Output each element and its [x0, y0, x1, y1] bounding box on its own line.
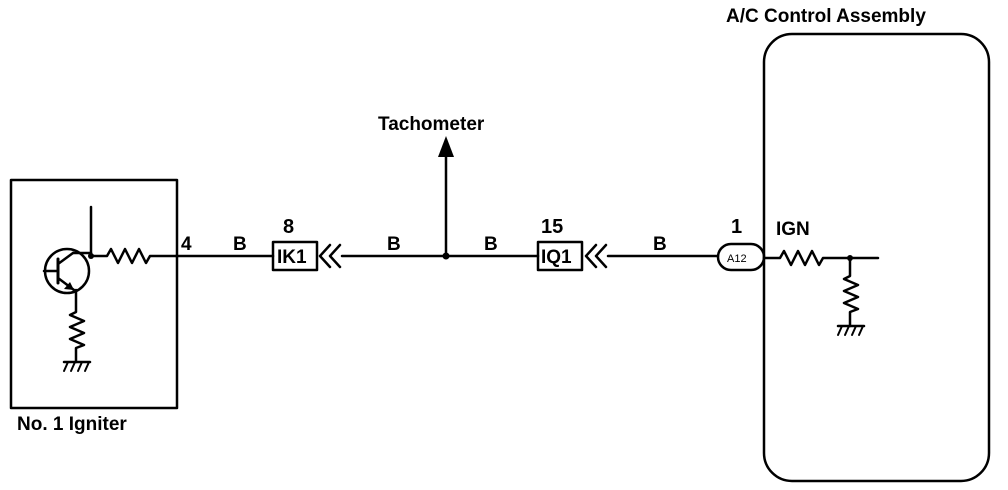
ac-control-assembly: A/C Control Assembly IGN [726, 6, 991, 483]
wire-color-label: B [653, 234, 667, 255]
ac-input-resistor [762, 249, 880, 267]
igniter-box [9, 178, 179, 410]
connector-iq1: 15 IQ1 [536, 216, 608, 272]
ac-pulldown-resistor [842, 256, 860, 328]
igniter-label: No. 1 Igniter [17, 414, 127, 435]
connector-name-ik1: IK1 [277, 247, 307, 268]
tachometer-label: Tachometer [378, 114, 485, 135]
connector-pin-a12: 1 [731, 216, 742, 238]
connector-ik1: 8 IK1 [271, 216, 342, 272]
igniter-emitter-resistor [68, 288, 86, 364]
wire-color-label: B [387, 234, 401, 255]
connector-chevron-icon [584, 243, 608, 269]
arrow-up-icon [438, 136, 454, 157]
wire-color-label: B [484, 234, 498, 255]
connector-name-a12: A12 [727, 253, 747, 265]
connector-a12: 1 A12 [716, 216, 766, 272]
igniter-ground-icon [62, 360, 92, 372]
transistor-symbol [42, 247, 93, 295]
pin-number-igniter: 4 [181, 234, 192, 255]
igniter-resistor [89, 247, 178, 265]
connector-name-iq1: IQ1 [541, 247, 572, 268]
igniter-component: No. 1 Igniter [9, 178, 179, 435]
connector-pin-iq1: 15 [541, 216, 563, 238]
connector-pin-ik1: 8 [283, 216, 294, 238]
ign-signal-label: IGN [776, 219, 810, 240]
ac-assembly-label: A/C Control Assembly [726, 6, 926, 27]
tachometer-branch: Tachometer [378, 114, 485, 260]
ac-ground-icon [836, 324, 866, 336]
wire-color-label: B [233, 234, 247, 255]
connector-chevron-icon [318, 243, 342, 269]
